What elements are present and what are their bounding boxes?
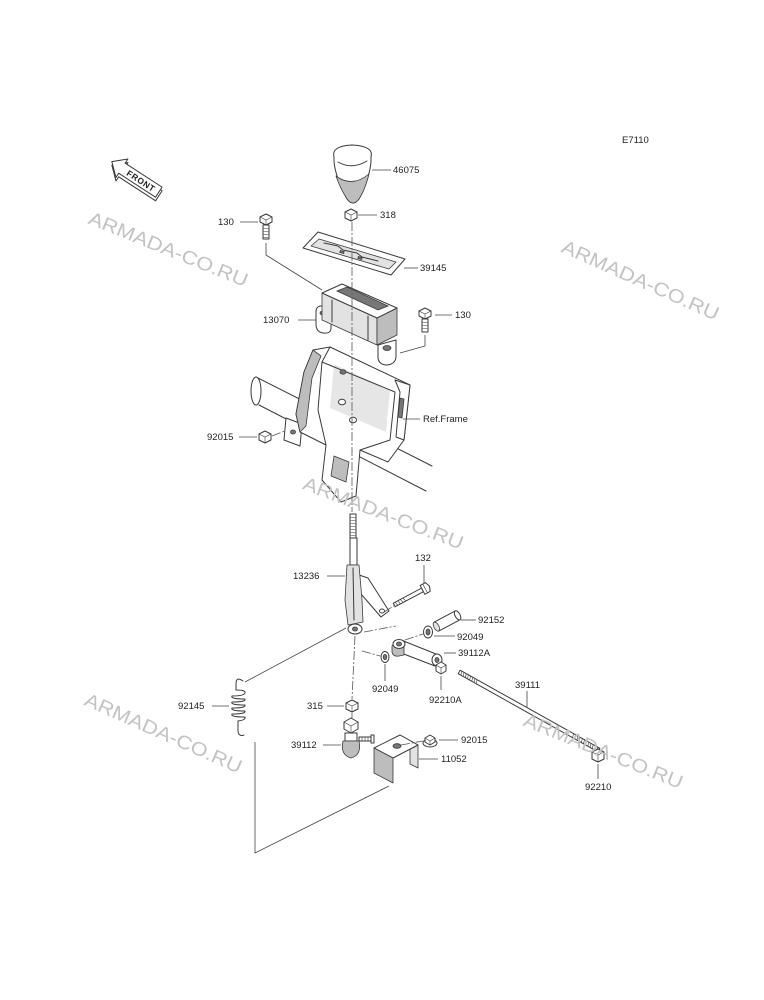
center-line — [400, 740, 424, 746]
callout-knob: 46075 — [393, 165, 419, 176]
callout-rod-nut: 92210 — [585, 782, 611, 793]
lever-bolt — [392, 582, 431, 608]
watermark: ARMADA-CO.RU — [558, 237, 722, 325]
callout-arm: 39112A — [458, 648, 491, 659]
frame-nut — [258, 430, 272, 444]
rod-end — [341, 717, 375, 759]
center-line — [363, 625, 397, 633]
callout-rod-end: 39112 — [291, 740, 317, 751]
install-line — [254, 742, 390, 854]
center-line — [361, 650, 381, 657]
shift-arm — [391, 639, 443, 667]
rod-nut — [591, 748, 605, 763]
return-spring — [231, 678, 246, 736]
bolt-right — [418, 307, 432, 333]
watermark: ARMADA-CO.RU — [81, 690, 245, 778]
callout-frame-ref: Ref.Frame — [423, 414, 468, 425]
callout-lever-bolt: 132 — [415, 553, 431, 564]
bracket-nut — [422, 734, 438, 748]
callout-housing: 13070 — [263, 315, 289, 326]
callout-knob-nut: 318 — [380, 210, 396, 221]
install-line — [399, 335, 426, 354]
callout-arm-nut: 92210A — [429, 695, 462, 706]
center-line — [271, 430, 286, 437]
callout-collar: 92152 — [478, 615, 504, 626]
center-line — [383, 603, 398, 613]
callout-bracket-nut: 92015 — [461, 735, 487, 746]
collar — [432, 610, 462, 632]
install-line — [244, 627, 347, 683]
callout-spring: 92145 — [178, 701, 204, 712]
watermark: ARMADA-CO.RU — [300, 474, 466, 555]
callout-washer-lower: 92049 — [372, 684, 398, 695]
callout-lever-nut: 315 — [307, 701, 323, 712]
washer-lower — [380, 651, 390, 663]
callout-rod: 39111 — [515, 680, 540, 691]
callout-gate-plate: 39145 — [420, 263, 446, 274]
callout-bolt-right: 130 — [455, 310, 471, 321]
lever-nut — [345, 699, 359, 713]
cable-bracket — [373, 734, 419, 784]
washer-upper — [423, 625, 433, 639]
shift-lever — [344, 513, 390, 635]
arm-nut — [435, 661, 447, 675]
center-line — [351, 635, 356, 700]
callout-frame-nut: 92015 — [207, 432, 233, 443]
shift-knob — [333, 144, 372, 204]
front-arrow-icon: FRONT — [111, 158, 163, 202]
callout-washer-upper: 92049 — [457, 632, 483, 643]
frame-bracket — [283, 346, 411, 503]
gate-plate — [302, 231, 406, 276]
shift-housing — [315, 283, 398, 366]
center-line — [404, 633, 424, 641]
install-line — [265, 243, 323, 291]
callout-lever: 13236 — [293, 571, 319, 582]
bolt-left — [259, 213, 273, 240]
callout-bracket: 11052 — [441, 754, 467, 765]
diagram-code: E7110 — [622, 135, 649, 146]
knob-nut — [344, 208, 358, 222]
callout-bolt-left: 130 — [218, 217, 234, 228]
